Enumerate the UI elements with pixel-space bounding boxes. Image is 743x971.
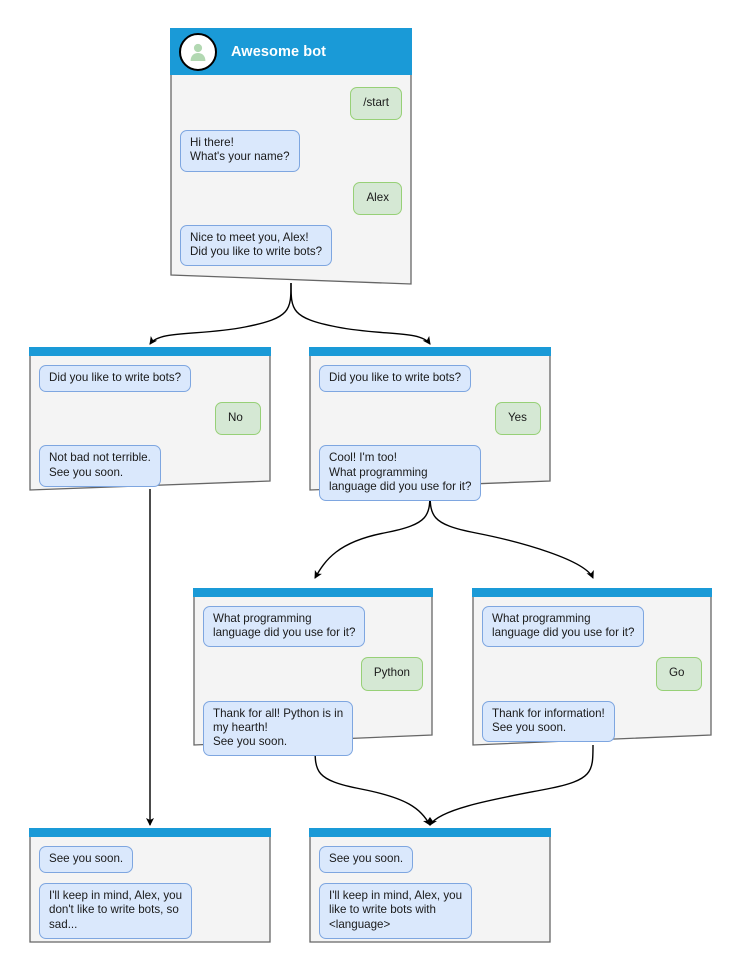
node-no-branch[interactable]: Did you like to write bots? No Not bad n… — [29, 347, 271, 493]
node-no-branch-chat: Did you like to write bots? No Not bad n… — [29, 356, 271, 497]
chat-row: Hi there! What's your name? — [180, 130, 402, 172]
node-start-title: Awesome bot — [231, 43, 327, 60]
chat-row: Not bad not terrible. See you soon. — [39, 445, 261, 487]
chat-bubble-user[interactable]: No — [215, 402, 261, 436]
chat-bubble-bot: I'll keep in mind, Alex, you don't like … — [39, 883, 193, 939]
chat-bubble-user[interactable]: Go — [656, 657, 702, 691]
edge-start-to-yes — [290, 282, 431, 345]
chat-row: See you soon. — [319, 846, 541, 874]
chat-row: I'll keep in mind, Alex, you like to wri… — [319, 883, 541, 939]
chat-bubble-bot: Hi there! What's your name? — [180, 130, 300, 172]
node-no-branch-titlebar — [29, 347, 271, 356]
chat-row: I'll keep in mind, Alex, you don't like … — [39, 883, 261, 939]
chat-bubble-bot: I'll keep in mind, Alex, you like to wri… — [319, 883, 473, 939]
node-yes-branch[interactable]: Did you like to write bots? Yes Cool! I'… — [309, 347, 551, 502]
node-end-sad-titlebar — [29, 828, 271, 837]
chat-bubble-bot: Thank for information! See you soon. — [482, 700, 615, 743]
chat-bubble-bot: What programming language did you use fo… — [482, 606, 645, 648]
chat-row: Did you like to write bots? — [39, 365, 261, 393]
chat-bubble-bot: Not bad not terrible. See you soon. — [39, 445, 161, 487]
chat-row: What programming language did you use fo… — [203, 606, 423, 648]
node-end-happy[interactable]: See you soon. I'll keep in mind, Alex, y… — [309, 828, 551, 943]
chat-row: Go — [482, 657, 702, 691]
chat-row: Cool! I'm too! What programming language… — [319, 445, 541, 502]
chat-row: Did you like to write bots? — [319, 365, 541, 393]
chat-row: See you soon. — [39, 846, 261, 874]
chat-bubble-bot: Cool! I'm too! What programming language… — [319, 445, 482, 502]
node-end-happy-chat: See you soon. I'll keep in mind, Alex, y… — [309, 837, 551, 949]
node-start-titlebar: Awesome bot — [170, 28, 412, 75]
chat-bubble-bot: Did you like to write bots? — [319, 365, 472, 393]
chat-row: Thank for all! Python is in my hearth! S… — [203, 700, 423, 757]
node-python-branch[interactable]: What programming language did you use fo… — [193, 588, 433, 757]
node-yes-branch-chat: Did you like to write bots? Yes Cool! I'… — [309, 356, 551, 511]
chat-bubble-user[interactable]: Yes — [495, 402, 541, 436]
edge-go-to-end-happy — [429, 744, 594, 826]
chat-row: Yes — [319, 402, 541, 436]
node-end-happy-titlebar — [309, 828, 551, 837]
chat-row: Thank for information! See you soon. — [482, 700, 702, 743]
node-yes-branch-titlebar — [309, 347, 551, 356]
chat-bubble-bot: Did you like to write bots? — [39, 365, 192, 393]
chat-bubble-bot: See you soon. — [39, 846, 134, 874]
node-start[interactable]: Awesome bot /start Hi there! What's your… — [170, 28, 412, 290]
node-go-branch-chat: What programming language did you use fo… — [472, 597, 712, 752]
user-avatar-icon — [179, 32, 217, 71]
node-python-branch-titlebar — [193, 588, 433, 597]
chat-bubble-user[interactable]: Alex — [353, 181, 402, 215]
chat-row: Nice to meet you, Alex! Did you like to … — [180, 224, 402, 267]
chat-row: Python — [203, 657, 423, 691]
chat-bubble-user[interactable]: /start — [350, 87, 402, 121]
chat-row: Alex — [180, 181, 402, 215]
chat-bubble-bot: Thank for all! Python is in my hearth! S… — [203, 700, 354, 757]
chat-bubble-bot: See you soon. — [319, 846, 414, 874]
node-end-sad[interactable]: See you soon. I'll keep in mind, Alex, y… — [29, 828, 271, 943]
chat-row: No — [39, 402, 261, 436]
node-end-sad-chat: See you soon. I'll keep in mind, Alex, y… — [29, 837, 271, 949]
node-go-branch[interactable]: What programming language did you use fo… — [472, 588, 712, 748]
chat-row: /start — [180, 87, 402, 121]
node-start-chat: /start Hi there! What's your name? Alex … — [170, 75, 412, 276]
chat-bubble-user[interactable]: Python — [360, 657, 423, 691]
chat-bubble-bot: What programming language did you use fo… — [203, 606, 366, 648]
chat-row: What programming language did you use fo… — [482, 606, 702, 648]
node-go-branch-titlebar — [472, 588, 712, 597]
edge-start-to-no — [149, 282, 292, 345]
chat-bubble-bot: Nice to meet you, Alex! Did you like to … — [180, 224, 333, 267]
node-python-branch-chat: What programming language did you use fo… — [193, 597, 433, 766]
